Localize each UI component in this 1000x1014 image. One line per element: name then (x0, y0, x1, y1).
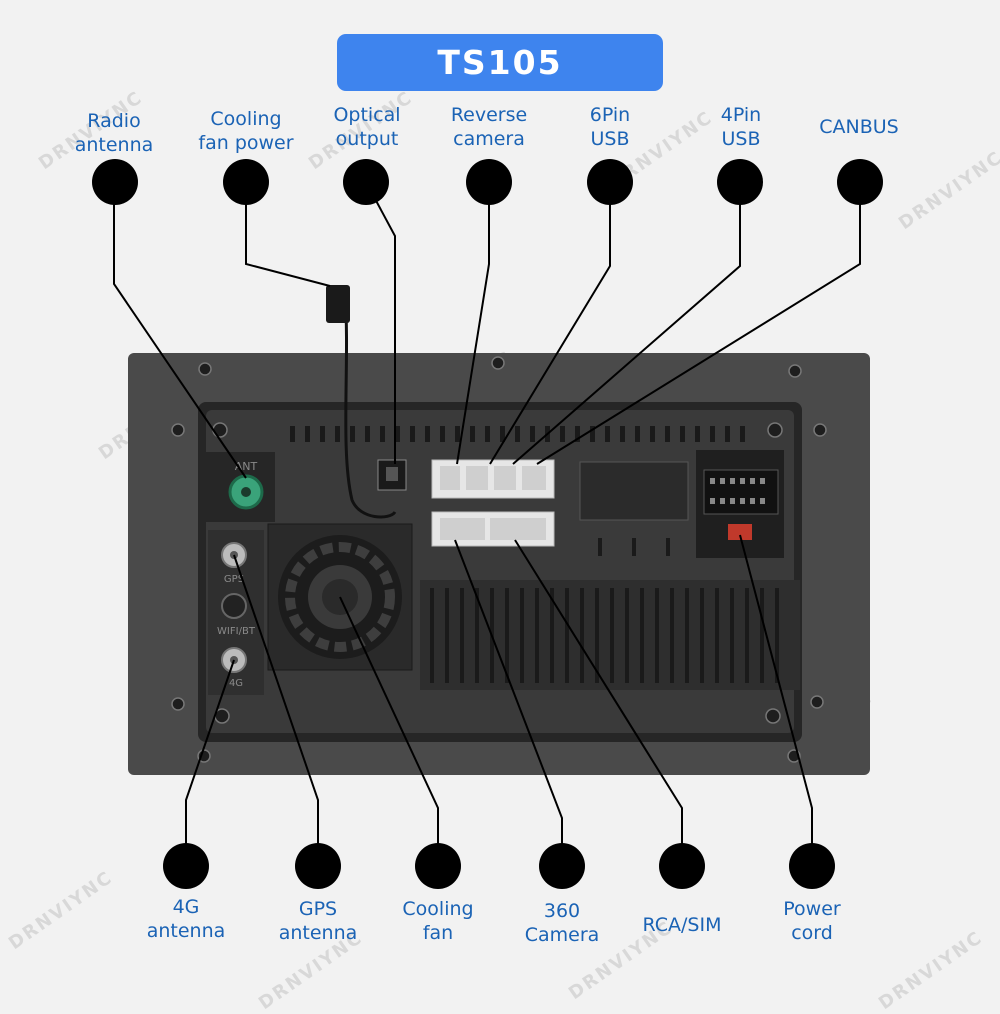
mounting-screws (171, 356, 827, 763)
fuse (728, 524, 752, 540)
power-cord-label: Power cord (783, 898, 841, 944)
cooling-fan-marker (415, 843, 461, 889)
4pin-usb-marker (717, 159, 763, 205)
cooling-fan-power-label: Cooling fan power (198, 108, 294, 154)
canbus-marker (837, 159, 883, 205)
reverse-camera-label: Reverse camera (450, 104, 528, 150)
rca-sim-marker (659, 843, 705, 889)
lower-vents (420, 580, 800, 690)
power-cord-marker (789, 843, 835, 889)
model-title-badge: TS105 (337, 34, 663, 91)
gps-port-label: GPS (224, 574, 244, 585)
wifi-bt-port-label: WIFI/BT (217, 626, 256, 637)
4g-antenna-label: 4G antenna (146, 896, 226, 942)
radio-antenna-label: Radio antenna (74, 110, 154, 156)
4pin-usb-label: 4Pin USB (720, 104, 762, 150)
4g-antenna-marker (163, 843, 209, 889)
radio-antenna-marker (92, 159, 138, 205)
upper-connector-block (431, 459, 555, 499)
optical-output-label: Optical output (333, 104, 401, 150)
reverse-camera-marker (466, 159, 512, 205)
cooling-fan-power-marker (223, 159, 269, 205)
model-title: TS105 (437, 43, 563, 82)
6pin-usb-label: 6Pin USB (589, 104, 631, 150)
canbus-label: CANBUS (819, 116, 899, 138)
lower-connector-block (431, 511, 555, 547)
wifi-bt-antenna-port (221, 593, 247, 619)
360-camera-marker (539, 843, 585, 889)
optical-output-marker (343, 159, 389, 205)
top-vents (290, 426, 745, 442)
cooling-fan-label: Cooling fan (402, 898, 474, 944)
rca-sim-label: RCA/SIM (642, 914, 722, 936)
gps-antenna-marker (295, 843, 341, 889)
360-camera-label: 360 Camera (524, 900, 600, 946)
fan-cable (343, 294, 397, 519)
fan-power-plug (326, 285, 350, 323)
sim-slot-area (579, 461, 689, 521)
6pin-usb-marker (587, 159, 633, 205)
4g-port-label: 4G (229, 678, 243, 689)
gps-antenna-label: GPS antenna (278, 898, 358, 944)
